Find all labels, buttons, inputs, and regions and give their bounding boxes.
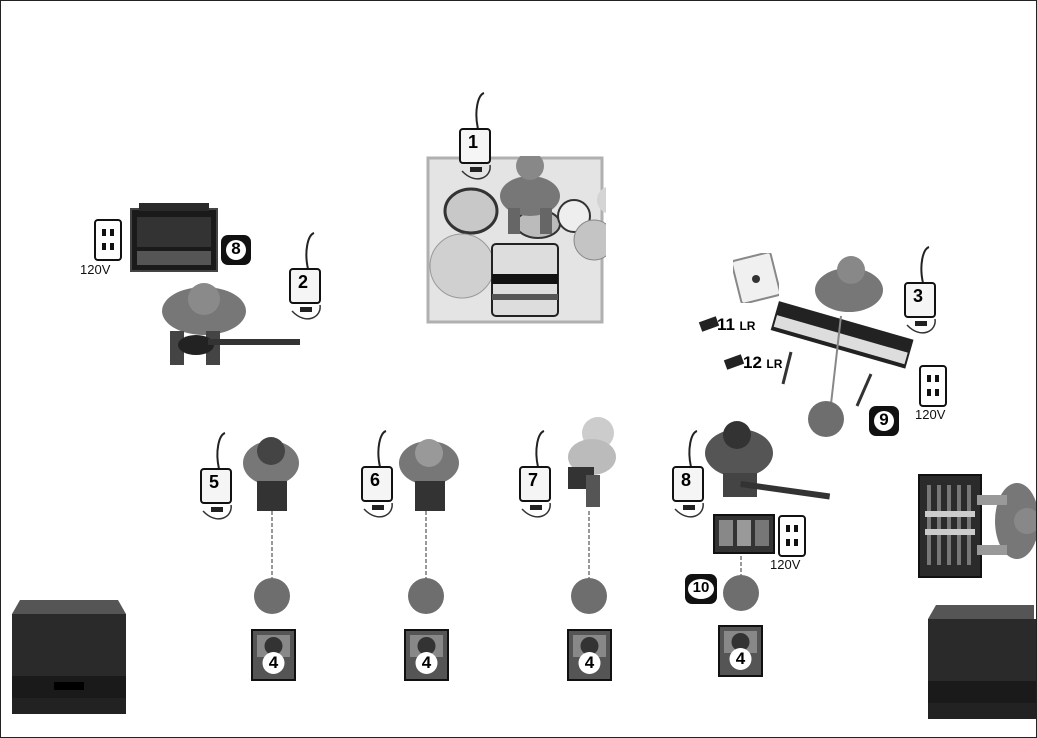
wedge-number: 4 [567,653,612,673]
monitor-wedge: 4 [718,625,763,677]
guitarist-figure [701,419,833,511]
channel-number: 6 [355,470,395,491]
engineer-figure [977,483,1037,559]
vocalist-figure [233,429,311,523]
wireless-pack-5: 5 [197,431,237,526]
channel-number: 3 [898,286,938,307]
input-number: 12 [743,353,762,372]
monitor-wedge: 4 [251,629,296,681]
badge-keys-outlet: 9 [868,405,900,437]
mic-position-marker [252,576,292,616]
badge-number: 8 [220,239,252,259]
wedge-number: 4 [718,649,763,669]
badge-pedalboard: 10 [684,573,718,605]
mic-position-marker [721,573,761,613]
channel-number: 7 [513,470,553,491]
mic-position-marker [569,576,609,616]
wireless-pack-2: 2 [286,231,326,326]
outlet-voltage-label: 120V [915,407,945,422]
power-outlet-icon [94,219,122,261]
wedge-number: 4 [251,653,296,673]
vocalist-figure [391,431,469,523]
input-suffix: LR [739,319,755,333]
wireless-pack-3: 3 [901,245,941,340]
channel-number: 8 [666,470,706,491]
pedalboard [713,514,775,554]
monitor-wedge: 4 [404,629,449,681]
input-suffix: LR [766,357,782,371]
channel-number: 1 [453,132,493,153]
main-speaker-right [926,603,1036,721]
badge-amp: 8 [220,234,252,266]
wireless-pack-8: 8 [669,429,709,524]
badge-number: 9 [868,410,900,430]
keyboard-player [761,256,916,411]
vocalist-figure [556,411,626,521]
outlet-voltage-label: 120V [770,557,800,572]
keys-input-11: 11 LR [717,315,755,335]
di-box-icon [723,351,745,373]
power-outlet-icon [778,515,806,557]
guitarist-figure [156,279,306,374]
wireless-pack-6: 6 [358,429,398,524]
keys-input-12: 12 LR [743,353,782,373]
channel-number: 2 [283,272,323,293]
mic-position-marker [406,576,446,616]
wedge-number: 4 [404,653,449,673]
monitor-wedge: 4 [567,629,612,681]
badge-number: 10 [684,579,718,596]
wireless-pack-1: 1 [456,91,496,186]
channel-number: 5 [194,472,234,493]
drum-riser [426,156,606,324]
outlet-voltage-label: 120V [80,262,110,277]
mixing-console [917,471,1037,581]
guitar-amp [129,201,219,273]
input-number: 11 [717,315,735,334]
main-speaker-left [10,598,128,716]
power-outlet-icon [919,365,947,407]
wireless-pack-7: 7 [516,429,556,524]
